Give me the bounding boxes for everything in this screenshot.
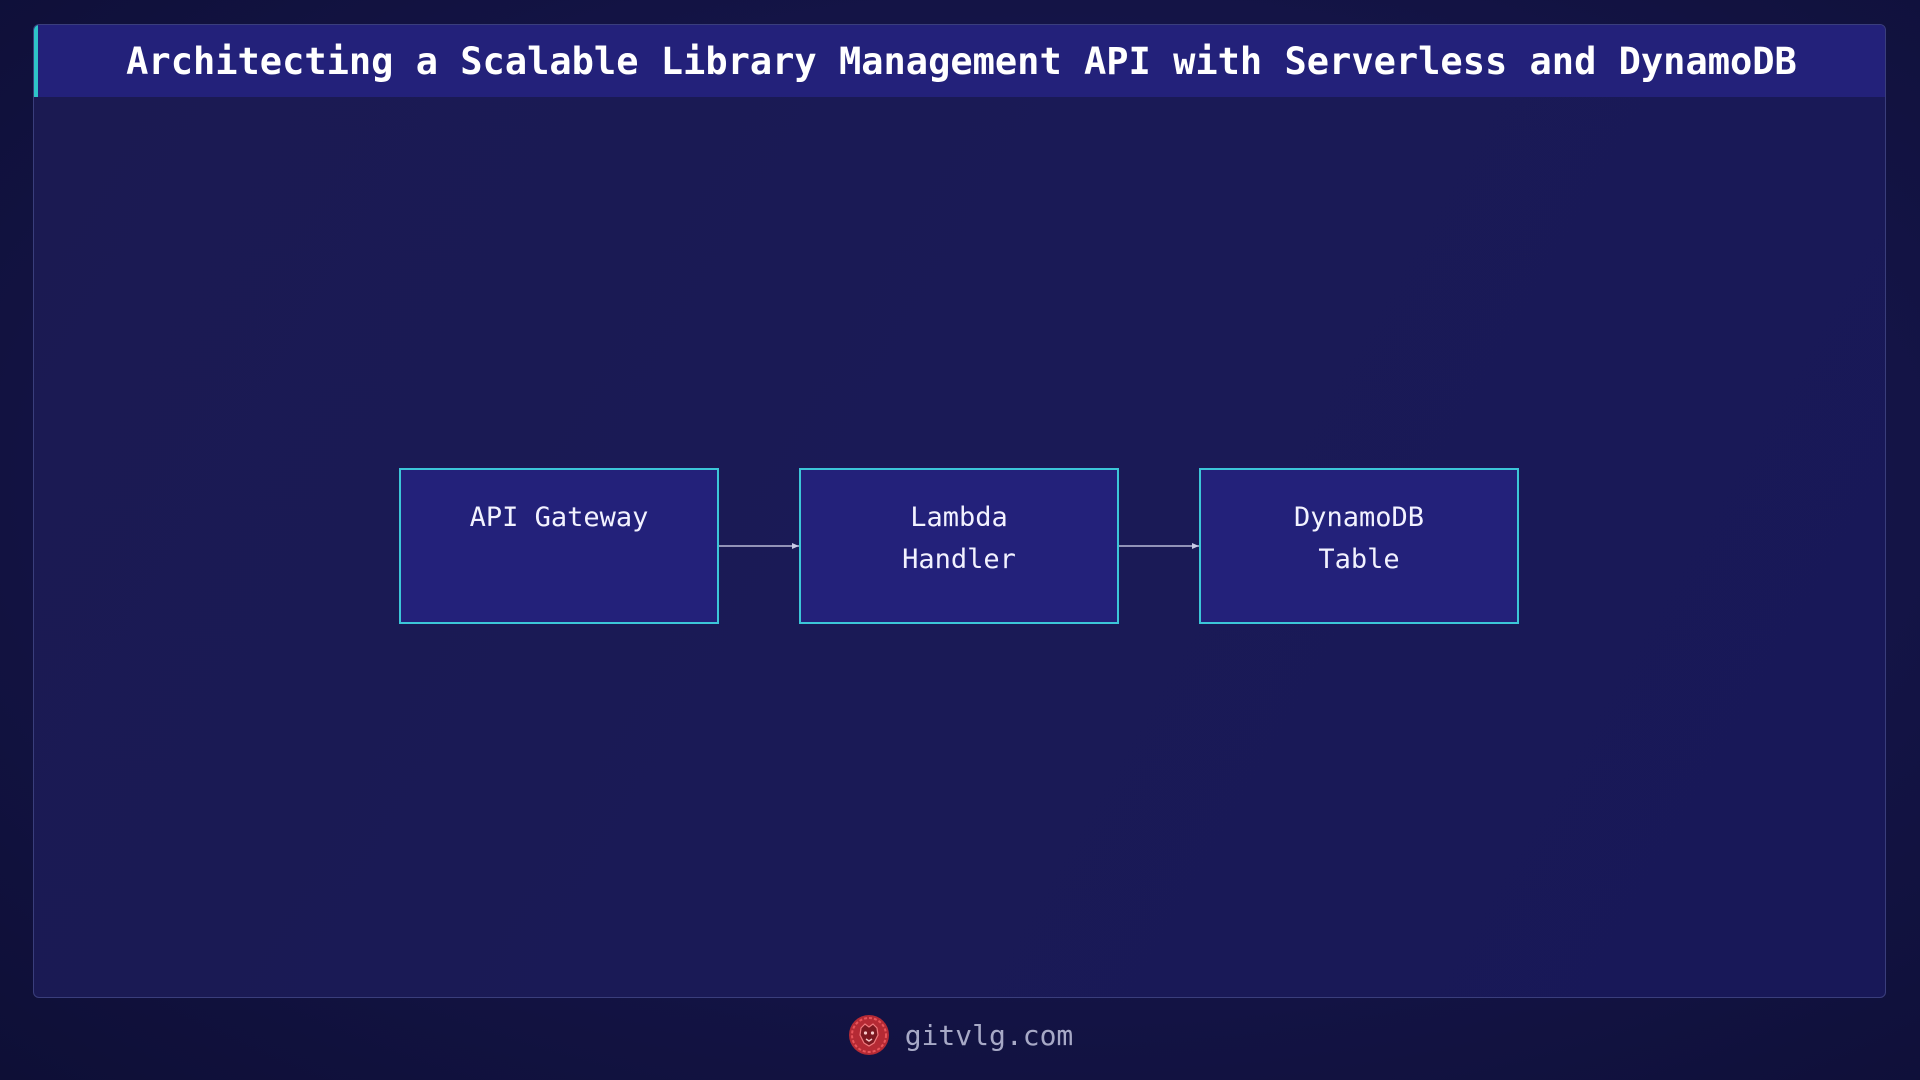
title-bar: Architecting a Scalable Library Manageme… bbox=[34, 25, 1885, 97]
node-dynamodb-table: DynamoDB Table bbox=[1199, 468, 1519, 624]
node-api-gateway: API Gateway bbox=[399, 468, 719, 624]
lion-logo-icon[interactable] bbox=[847, 1013, 891, 1057]
footer: gitvlg.com bbox=[0, 1010, 1920, 1060]
node-lambda-handler: Lambda Handler bbox=[799, 468, 1119, 624]
slide-panel: Architecting a Scalable Library Manageme… bbox=[33, 24, 1886, 998]
footer-site-link[interactable]: gitvlg.com bbox=[904, 1018, 1074, 1052]
slide-title: Architecting a Scalable Library Manageme… bbox=[126, 39, 1797, 83]
